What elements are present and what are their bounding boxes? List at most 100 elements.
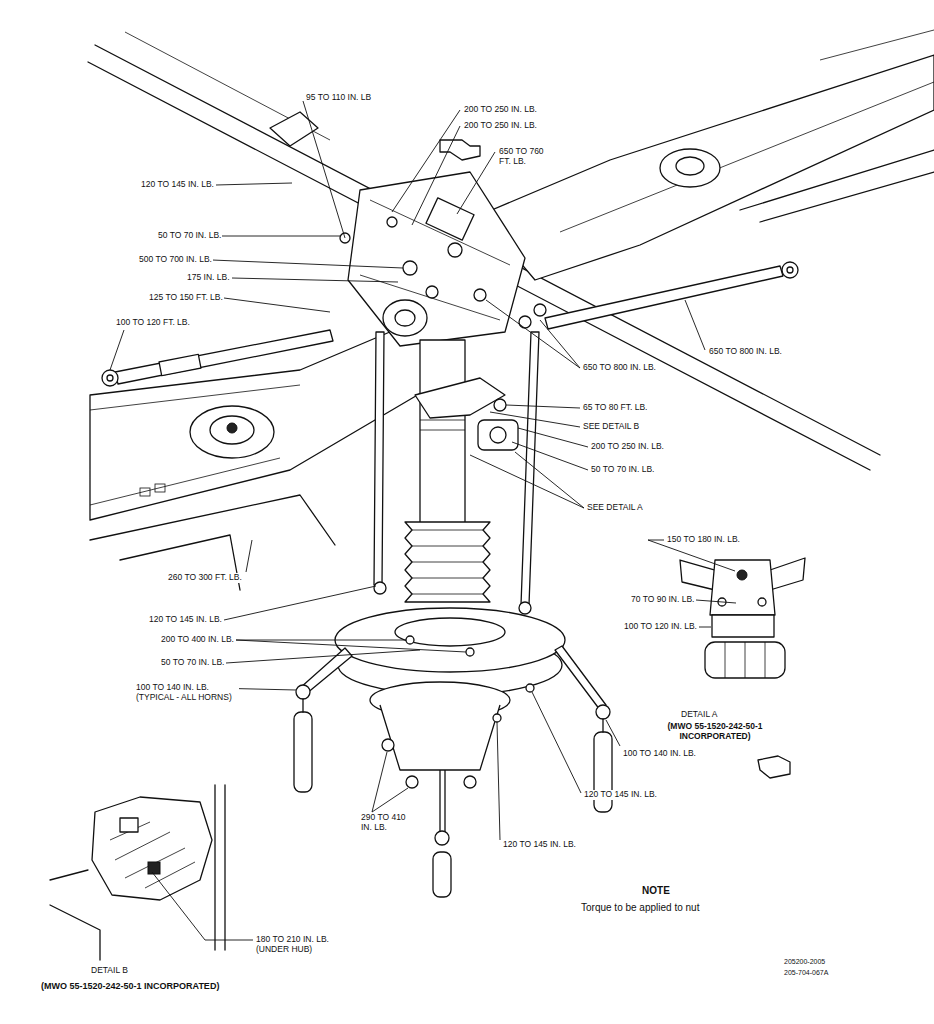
rotor-blade: [90, 458, 280, 505]
rotor-hub: [474, 289, 486, 301]
rotor-blade: [480, 30, 934, 280]
drag-link: [545, 266, 783, 329]
detail-b-figure: [50, 870, 88, 880]
torque-value: 650 TO 760 FT. LB.: [498, 147, 552, 167]
swashplate: [382, 739, 394, 751]
rotor-hub: [534, 304, 546, 316]
pointing-hand: [440, 140, 480, 160]
detail-b-figure: [148, 862, 160, 874]
detail-title: DETAIL B: [90, 966, 129, 976]
mast: [420, 340, 465, 530]
torque-value: 650 TO 800 IN. LB.: [708, 347, 783, 357]
torque-value: 200 TO 400 IN. LB.: [160, 635, 235, 645]
leader-line: [110, 101, 736, 940]
drag-link: [787, 267, 793, 273]
leader-line: [512, 442, 588, 470]
detail-a-figure: [770, 558, 805, 590]
torque-value: 50 TO 70 IN. LB.: [157, 231, 222, 241]
rotor-blade: [210, 416, 254, 444]
leader-line: [222, 236, 340, 237]
rotor-blade: [90, 385, 300, 410]
swashplate: [466, 648, 474, 656]
detail-a-figure: [712, 615, 774, 637]
mast: [412, 578, 483, 579]
swashplate: [464, 776, 476, 788]
torque-value: 70 TO 90 IN. LB.: [630, 595, 695, 605]
control-tube: [602, 719, 603, 732]
torque-value: 120 TO 145 IN. LB.: [502, 840, 577, 850]
torque-value: 120 TO 145 IN. LB.: [140, 180, 215, 190]
rotor-blade: [155, 484, 165, 492]
detail-a-figure: [765, 642, 766, 678]
leader-line: [540, 320, 580, 368]
leader-line: [490, 412, 580, 427]
leader-line: [226, 650, 420, 663]
pitch-link: [374, 582, 386, 594]
rotor-blade: [820, 30, 934, 60]
leader-line: [246, 540, 252, 572]
torque-value: 200 TO 250 IN. LB.: [463, 105, 538, 115]
detail-note: (MWO 55-1520-242-50-1 INCORPORATED): [40, 981, 220, 991]
detail-b-figure: [50, 785, 225, 960]
leader-line: [236, 640, 406, 641]
control-tube: [294, 685, 612, 897]
drag-link: [545, 262, 798, 329]
leader-line: [110, 330, 124, 370]
leader-line: [696, 600, 736, 603]
rotor-blade: [480, 55, 934, 280]
pointing-hand: [758, 756, 790, 778]
rotor-blade: [676, 157, 704, 175]
torque-value: 150 TO 180 IN. LB.: [666, 535, 741, 545]
torque-value: 125 TO 150 FT. LB.: [148, 293, 224, 303]
rotor-blade: [190, 406, 274, 458]
detail-reference: SEE DETAIL B: [582, 422, 640, 432]
leader-line: [224, 586, 376, 620]
pointing-hand: [440, 140, 790, 778]
rotor-hub: [395, 310, 415, 326]
leader-line: [232, 278, 398, 282]
mast: [412, 546, 483, 547]
pitch-link: [521, 332, 539, 605]
leader-line: [224, 298, 330, 312]
detail-b-figure: [92, 797, 212, 900]
torque-value: 50 TO 70 IN. LB.: [160, 658, 225, 668]
rotor-hub: [426, 286, 438, 298]
torque-value: 650 TO 800 IN. LB.: [582, 363, 657, 373]
detail-a-figure: [680, 560, 715, 590]
leader-line: [216, 183, 292, 185]
mast: [412, 594, 483, 595]
rotor-blade: [560, 82, 934, 232]
detail-reference: SEE DETAIL A: [586, 503, 644, 513]
torque-value: 100 TO 120 IN. LB.: [623, 622, 698, 632]
mast: [420, 420, 465, 421]
rotor-blade: [90, 315, 460, 590]
detail-a-figure: [680, 558, 805, 678]
torque-value: 120 TO 145 IN. LB.: [148, 615, 223, 625]
swashplate: [493, 714, 501, 722]
mast: [405, 522, 490, 602]
detail-b-figure: [120, 818, 138, 832]
drag-link: [102, 370, 118, 386]
detail-b-figure: [214, 785, 215, 950]
leader-line: [152, 872, 253, 940]
control-tube: [435, 831, 449, 845]
rotor-hub: [519, 316, 531, 328]
leader-line: [457, 152, 495, 214]
detail-title: DETAIL A: [680, 710, 718, 720]
pitch-link: [374, 332, 384, 585]
leader-line: [303, 101, 345, 238]
drag-link: [159, 354, 201, 375]
mast: [412, 530, 483, 531]
leader-line: [470, 455, 584, 508]
leader-line: [506, 405, 580, 408]
leader-line: [412, 126, 460, 225]
mast: [412, 562, 483, 563]
detail-note: (MWO 55-1520-242-50-1 INCORPORATED): [650, 722, 780, 742]
drag-link: [107, 375, 113, 381]
pitch-link: [374, 332, 539, 614]
torque-value: 200 TO 250 IN. LB.: [590, 442, 665, 452]
pitch-link: [519, 602, 531, 614]
rotor-blade: [227, 423, 237, 433]
